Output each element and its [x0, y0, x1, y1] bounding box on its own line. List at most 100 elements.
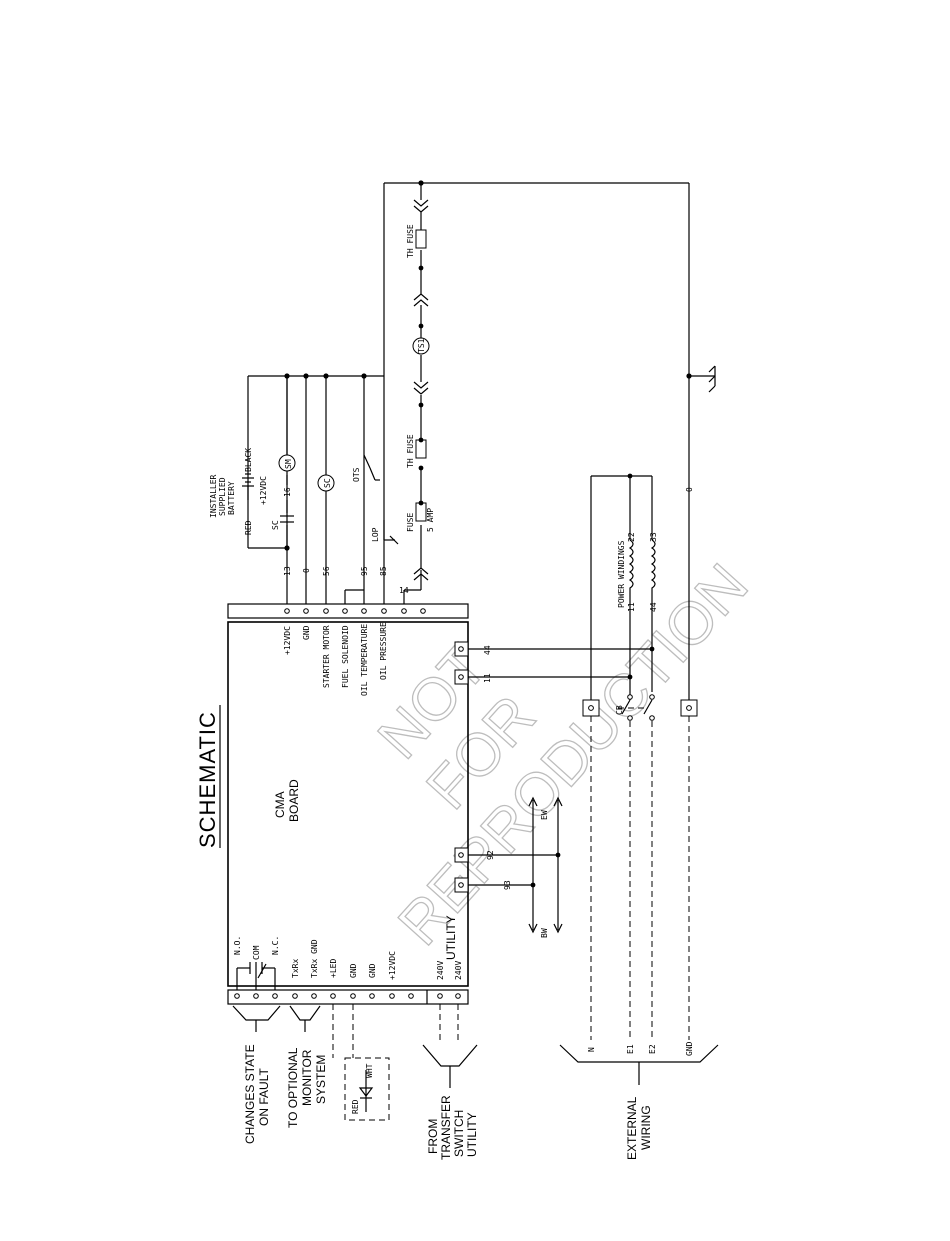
th-fuse-label-2: TH FUSE: [406, 224, 415, 258]
fuse-chain: [412, 183, 430, 590]
fuse-label: FUSE: [406, 513, 415, 532]
battery-red-label: RED: [244, 520, 253, 535]
external-label-e2: E2: [648, 1044, 657, 1054]
signal-starter-motor: STARTER MOTOR: [322, 625, 331, 688]
bottom-terminal-strip: [227, 989, 469, 1005]
battery-installer-1: INSTALLER: [209, 474, 218, 518]
top-junction-dots: [284, 180, 692, 551]
th-fuse-1: [415, 439, 427, 459]
chassis-ground: [689, 365, 716, 393]
terminal-led[interactable]: [330, 993, 336, 999]
terminal-gnd-2[interactable]: [369, 993, 375, 999]
terminal-com[interactable]: [253, 993, 259, 999]
terminal-txrx[interactable]: [292, 993, 298, 999]
top-wires: [247, 182, 690, 705]
label-led: +LED: [329, 959, 338, 978]
label-txrx: TxRx: [291, 959, 300, 978]
wire-13-label: 13: [283, 566, 292, 576]
battery-black-label: BLACK: [244, 448, 253, 472]
top-terminal-dots: [284, 608, 426, 614]
terminal-spare-2[interactable]: [420, 608, 426, 614]
ots-label: OTS: [352, 467, 361, 482]
terminal-240v-1[interactable]: [437, 993, 443, 999]
terminal-spare-3[interactable]: [408, 993, 414, 999]
terminal-0[interactable]: [303, 608, 309, 614]
battery-installer-3: BATTERY: [227, 481, 236, 515]
label-nc: N.C.: [271, 936, 280, 955]
wire-14-label: 14: [399, 586, 409, 595]
lop-label: LOP: [371, 527, 380, 542]
side-wiring: [468, 648, 652, 934]
sm-label: SM: [284, 459, 293, 469]
terminal-14[interactable]: [381, 608, 387, 614]
monitor-annotation-1: TO OPTIONAL: [286, 1047, 300, 1128]
fuse-5amp: [415, 502, 427, 522]
fault-bracket: [232, 1005, 281, 1032]
right-side-terminals: [454, 641, 469, 893]
page-title: SCHEMATIC: [195, 711, 220, 848]
terminal-95[interactable]: [342, 608, 348, 614]
monitor-annotation-2: MONITOR: [300, 1049, 314, 1106]
power-windings: [590, 473, 656, 721]
battery-voltage: +12VDC: [259, 476, 268, 505]
board-label-line-2: BOARD: [287, 779, 301, 822]
label-com: COM: [252, 945, 261, 960]
terminal-13[interactable]: [284, 608, 290, 614]
external-label-e1: E1: [626, 1044, 635, 1054]
power-windings-label: POWER WINDINGS: [617, 540, 626, 608]
cma-board: [227, 621, 469, 987]
battery-installer-2: SUPPLIED: [218, 477, 227, 516]
terminal-led-gnd[interactable]: [350, 993, 356, 999]
terminal-spare-1[interactable]: [401, 608, 407, 614]
led-wht-label: WHT: [365, 1063, 374, 1078]
monitor-bracket: [289, 1005, 321, 1032]
terminal-txrx-gnd[interactable]: [311, 993, 317, 999]
winding-44-label: 44: [649, 602, 658, 612]
bw-label: BW: [540, 928, 549, 938]
terminal-44[interactable]: [458, 646, 464, 652]
cb-label: CB: [615, 705, 624, 715]
terminal-gnd[interactable]: [686, 705, 692, 711]
led-indicator: [332, 1004, 390, 1121]
board-label-line-1: CMA: [273, 791, 287, 818]
terminal-11[interactable]: [458, 674, 464, 680]
terminal-12vdc-2[interactable]: [389, 993, 395, 999]
terminal-n[interactable]: [588, 705, 594, 711]
terminal-no[interactable]: [234, 993, 240, 999]
fuse-rating-label: 5 AMP: [426, 508, 435, 532]
lop-switch: [383, 520, 399, 545]
external-label-gnd: GND: [685, 1041, 694, 1056]
fault-annotation-1: CHANGES STATE: [243, 1044, 257, 1144]
terminal-nc[interactable]: [272, 993, 278, 999]
battery-wire16-label: 16: [283, 487, 292, 497]
wire-85-label: 85: [379, 566, 388, 576]
winding-11-label: 11: [627, 602, 636, 612]
external-wiring-bracket: [559, 1044, 719, 1085]
label-gnd-2: GND: [368, 963, 377, 978]
fault-annotation-2: ON FAULT: [257, 1068, 271, 1126]
ew-label: EW: [540, 810, 549, 820]
top-terminal-strip: [227, 603, 469, 619]
label-no: N.O.: [233, 936, 242, 955]
external-title-2: WIRING: [639, 1105, 653, 1150]
wire-95-label: 95: [360, 566, 369, 576]
label-txrx-gnd: TxRx GND: [310, 939, 319, 978]
terminal-85[interactable]: [361, 608, 367, 614]
sc-coil: [317, 474, 335, 492]
wire-0-label: 0: [302, 568, 311, 573]
label-240v-2: 240V: [454, 961, 463, 980]
label-led-gnd: GND: [349, 963, 358, 978]
label-12vdc-2: +12VDC: [388, 951, 397, 980]
terminal-56[interactable]: [323, 608, 329, 614]
sc-coil-label: SC: [323, 478, 332, 488]
terminal-93[interactable]: [458, 882, 464, 888]
winding-33-label: 33: [649, 532, 658, 542]
wire-number-labels: 13 0 56 95 85 14: [283, 566, 409, 595]
terminal-92[interactable]: [458, 852, 464, 858]
terminal-240v-2[interactable]: [455, 993, 461, 999]
ots-switch: [363, 454, 380, 481]
terminal-11-label: 11: [483, 673, 492, 683]
relay-contacts: [236, 962, 276, 990]
